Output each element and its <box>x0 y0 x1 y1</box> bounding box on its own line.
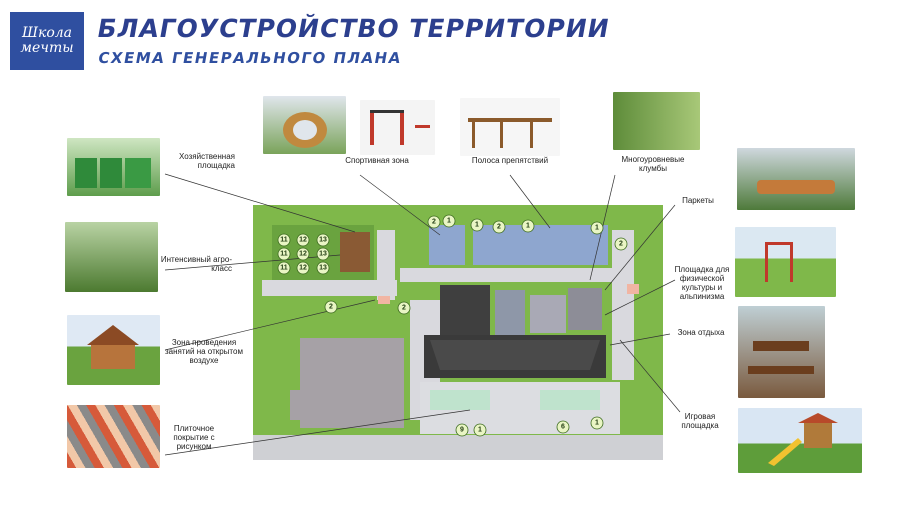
marker-12 <box>296 261 310 275</box>
marker-2 <box>324 300 338 314</box>
marker-1 <box>442 214 456 228</box>
school-of-dreams-logo: Школа мечты <box>10 12 84 70</box>
marker-11 <box>277 233 291 247</box>
marker-label: 13 <box>319 237 327 244</box>
utility-yard <box>340 232 370 272</box>
vertical-path <box>377 230 395 300</box>
marker-1 <box>470 218 484 232</box>
marker-1 <box>473 423 487 437</box>
utility-area-photo <box>67 138 160 196</box>
marker-2 <box>614 237 628 251</box>
marker-1 <box>521 219 535 233</box>
marker-label: 12 <box>299 251 307 258</box>
numbered-markers <box>277 214 628 437</box>
parklet-feature <box>627 284 639 294</box>
bench-feature <box>378 296 390 304</box>
label-playground: Игровая площадка <box>681 412 719 430</box>
marker-12 <box>296 247 310 261</box>
label-flower-beds: Многоуровневые клумбы <box>621 155 685 173</box>
sport-zone-photo-1 <box>263 96 346 154</box>
marker-9 <box>455 423 469 437</box>
marker-label: 13 <box>319 251 327 258</box>
marker-label: 2 <box>329 304 333 311</box>
marker-13 <box>316 261 330 275</box>
obstacle-course-photo <box>460 98 560 156</box>
label-intensive-agro: Интенсивный агро-класс <box>160 255 232 273</box>
playground-icon <box>768 413 838 466</box>
marker-2 <box>427 215 441 229</box>
play-zone-b <box>568 288 602 330</box>
label-rest-zone: Зона отдыха <box>677 328 725 337</box>
marker-11 <box>277 247 291 261</box>
bottom-road <box>253 435 663 460</box>
marker-label: 9 <box>460 427 464 434</box>
marker-label: 11 <box>280 237 288 244</box>
left-path <box>262 280 397 296</box>
picnic-table-icon <box>748 341 814 374</box>
secondary-building <box>300 338 404 428</box>
tile-pattern-left <box>430 390 490 410</box>
sport-zone-photo-2 <box>360 100 435 155</box>
marker-label: 11 <box>280 265 288 272</box>
climbing-frame-icon <box>765 242 793 282</box>
marker-label: 2 <box>402 305 406 312</box>
outdoor-class-photo <box>67 315 160 385</box>
marker-label: 1 <box>475 222 479 229</box>
playground-photo <box>738 408 862 473</box>
workout-station-icon <box>370 110 430 145</box>
climbing-zone <box>495 290 525 335</box>
label-parklets: Паркеты <box>682 196 714 205</box>
play-zone-a <box>530 295 566 333</box>
marker-label: 12 <box>299 265 307 272</box>
agro-class-photo <box>65 222 158 292</box>
marker-label: 1 <box>447 218 451 225</box>
marker-2 <box>492 220 506 234</box>
bench-icon <box>757 180 835 194</box>
gazebo-icon <box>87 325 139 369</box>
marker-label: 2 <box>432 219 436 226</box>
marker-label: 1 <box>478 427 482 434</box>
rest-zone-photo <box>738 306 825 398</box>
marker-label: 11 <box>280 251 288 258</box>
label-fitness-climbing: Площадка для физической культуры и альпи… <box>674 265 730 301</box>
marker-label: 2 <box>619 241 623 248</box>
right-path <box>612 230 634 380</box>
sport-field-large <box>473 225 608 265</box>
marker-label: 1 <box>526 223 530 230</box>
label-tile-paving: Плиточное покрытие с рисунком <box>173 424 215 451</box>
label-utility-area: Хозяйственная площадка <box>179 152 235 170</box>
building-annex <box>440 285 490 335</box>
marker-label: 1 <box>595 420 599 427</box>
flower-beds-photo <box>613 92 700 150</box>
marker-6 <box>556 420 570 434</box>
marker-13 <box>316 233 330 247</box>
tunnel-icon <box>283 112 327 148</box>
parklets-photo <box>737 148 855 210</box>
obstacle-course-icon <box>468 118 552 148</box>
label-sport-zone: Спортивная зона <box>345 156 409 165</box>
marker-1 <box>590 221 604 235</box>
marker-label: 2 <box>497 224 501 231</box>
school-roof <box>430 340 600 370</box>
central-path <box>400 268 630 282</box>
marker-label: 1 <box>595 225 599 232</box>
marker-label: 13 <box>319 265 327 272</box>
marker-1 <box>590 416 604 430</box>
container-icon <box>75 158 151 188</box>
marker-12 <box>296 233 310 247</box>
secondary-building-wing <box>290 390 302 420</box>
tile-paving-photo <box>67 405 160 468</box>
marker-13 <box>316 247 330 261</box>
leader-lines <box>164 173 681 456</box>
tile-pattern-right <box>540 390 600 410</box>
label-obstacle-course: Полоса препятствий <box>471 156 549 165</box>
label-outdoor-class: Зона проведения занятий на открытом возд… <box>165 338 243 365</box>
marker-11 <box>277 261 291 275</box>
marker-label: 12 <box>299 237 307 244</box>
marker-label: 6 <box>561 424 565 431</box>
fitness-area-photo <box>735 227 836 297</box>
marker-2 <box>397 301 411 315</box>
